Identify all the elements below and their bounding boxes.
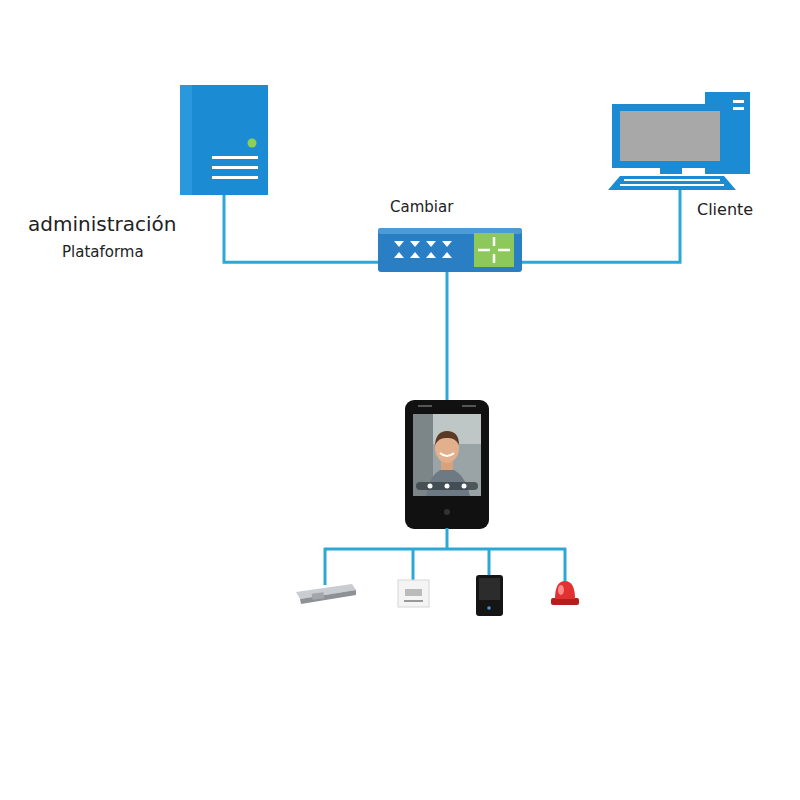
switch-node: Cambiar — [378, 228, 522, 272]
network-cable — [522, 190, 680, 262]
switch-icon — [378, 228, 522, 272]
face-terminal — [405, 400, 489, 529]
node-label: Cliente — [697, 200, 753, 219]
server-node: administraciónPlataforma — [180, 85, 268, 195]
peripheral-wires — [324, 528, 566, 585]
network-wire — [446, 272, 449, 401]
alarm-siren — [551, 581, 579, 605]
node-label: administración — [28, 212, 176, 236]
computer-icon — [608, 92, 750, 190]
network-cable — [224, 195, 378, 262]
exit-button — [398, 580, 429, 607]
server-icon — [180, 85, 268, 195]
magnetic-lock — [296, 584, 356, 604]
card-reader — [476, 575, 503, 616]
client-node: Cliente — [610, 92, 750, 190]
node-label: Plataforma — [62, 243, 144, 261]
node-label: Cambiar — [390, 198, 453, 216]
